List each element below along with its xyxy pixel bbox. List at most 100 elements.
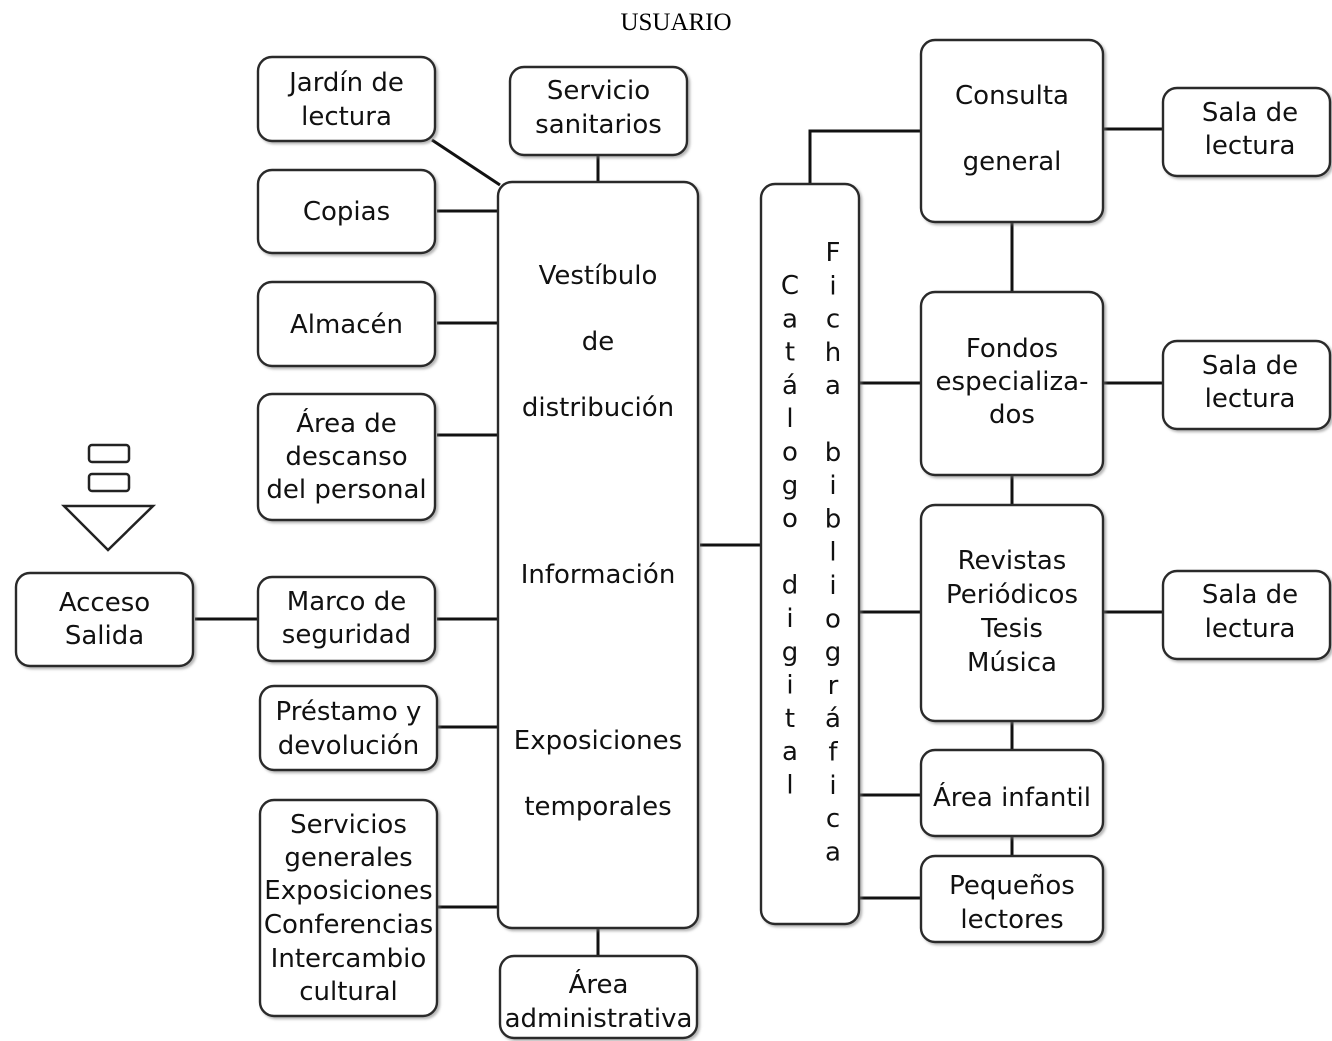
connector-jardin-vestibulo <box>431 138 501 187</box>
vertical-letter: g <box>782 471 799 501</box>
svg-text:Exposiciones: Exposiciones <box>264 876 432 906</box>
pequenos-line-2: lectores <box>960 905 1063 935</box>
vertical-letter: á <box>825 704 841 734</box>
vertical-letter: i <box>829 471 836 501</box>
svg-text:Marco de: Marco de <box>287 587 406 617</box>
svg-text:del personal: del personal <box>266 475 426 505</box>
connectors <box>195 127 1163 956</box>
sala2-line-1: Sala de <box>1202 351 1298 381</box>
descanso-line-1: Área de <box>296 407 397 439</box>
svg-text:Almacén: Almacén <box>290 310 403 340</box>
svg-text:Consulta: Consulta <box>955 81 1069 111</box>
box-jardin-lectura: Jardín de lectura <box>256 55 437 143</box>
almacen-label: Almacén <box>290 310 403 340</box>
prestamo-line-2: devolución <box>278 731 419 761</box>
vertical-letter: f <box>828 738 838 768</box>
svg-text:dos: dos <box>989 400 1035 430</box>
administrativa-line-1: Área <box>569 968 629 1000</box>
servicios-line-3: Exposiciones <box>264 876 432 906</box>
vertical-letter: d <box>782 571 799 601</box>
box-servicio-sanitarios: Servicio sanitarios <box>508 65 689 157</box>
svg-text:Periódicos: Periódicos <box>946 580 1078 610</box>
administrativa-line-2: administrativa <box>505 1004 693 1034</box>
vertical-letter: C <box>781 271 799 301</box>
seguridad-line-2: seguridad <box>282 620 411 650</box>
vertical-letter: l <box>829 538 836 568</box>
svg-text:general: general <box>963 147 1062 177</box>
vertical-letter: r <box>828 671 839 701</box>
descanso-line-3: del personal <box>266 475 426 505</box>
svg-text:Pequeños: Pequeños <box>949 871 1075 901</box>
vertical-letter: o <box>782 438 798 468</box>
svg-text:Exposiciones: Exposiciones <box>514 726 682 756</box>
svg-text:Sala de: Sala de <box>1202 98 1298 128</box>
vertical-letter: l <box>786 771 793 801</box>
svg-text:Acceso: Acceso <box>59 588 150 618</box>
svg-text:Jardín de: Jardín de <box>287 68 404 98</box>
svg-text:Sala de: Sala de <box>1202 580 1298 610</box>
vertical-letter: h <box>825 338 841 368</box>
svg-text:Vestíbulo: Vestíbulo <box>539 261 658 291</box>
box-prestamo-devolucion: Préstamo y devolución <box>258 684 439 772</box>
box-sala-lectura-3: Sala de lectura <box>1161 569 1332 661</box>
vertical-letter: F <box>826 238 841 268</box>
fondos-line-1: Fondos <box>966 334 1058 364</box>
vertical-letter: i <box>786 604 793 634</box>
svg-text:Conferencias: Conferencias <box>264 910 433 940</box>
svg-text:Copias: Copias <box>303 197 390 227</box>
vertical-letter: t <box>785 338 795 368</box>
svg-text:Revistas: Revistas <box>958 546 1067 576</box>
sala1-line-1: Sala de <box>1202 98 1298 128</box>
box-fondos-especializados: Fondos especializa- dos <box>919 290 1105 477</box>
vertical-letter: c <box>826 305 840 335</box>
svg-text:Servicio: Servicio <box>547 76 650 106</box>
pequenos-line-1: Pequeños <box>949 871 1075 901</box>
svg-text:de: de <box>582 327 615 357</box>
box-consulta-general: Consulta general <box>919 38 1105 224</box>
vertical-letter: a <box>825 837 841 867</box>
servicios-line-1: Servicios <box>290 810 407 840</box>
seguridad-line-1: Marco de <box>287 587 406 617</box>
vestibulo-line-4: Información <box>521 560 676 590</box>
servicios-line-2: generales <box>284 843 412 873</box>
revistas-line-3: Tesis <box>980 614 1043 644</box>
box-sala-lectura-1: Sala de lectura <box>1161 86 1332 178</box>
svg-text:administrativa: administrativa <box>505 1004 693 1034</box>
box-pequenos-lectores: Pequeños lectores <box>919 854 1105 944</box>
vertical-letter: a <box>825 371 841 401</box>
sala3-line-2: lectura <box>1205 614 1296 644</box>
sala1-line-2: lectura <box>1205 131 1296 161</box>
jardin-line-2: lectura <box>301 102 392 132</box>
vertical-letter: g <box>782 637 799 667</box>
box-marco-seguridad: Marco de seguridad <box>256 575 437 663</box>
servicios-line-4: Conferencias <box>264 910 433 940</box>
svg-text:Tesis: Tesis <box>980 614 1043 644</box>
vestibulo-line-3: distribución <box>522 393 674 423</box>
box-sala-lectura-2: Sala de lectura <box>1161 339 1332 431</box>
box-acceso-salida: Acceso Salida <box>14 571 195 668</box>
vestibulo-line-6: temporales <box>524 792 671 822</box>
infantil-label: Área infantil <box>933 781 1091 813</box>
box-almacen: Almacén <box>256 280 437 368</box>
svg-text:Área infantil: Área infantil <box>933 781 1091 813</box>
servicios-line-5: Intercambio <box>271 944 427 974</box>
servicios-line-6: cultural <box>299 977 398 1007</box>
vestibulo-line-1: Vestíbulo <box>539 261 658 291</box>
vertical-letter: g <box>825 638 842 668</box>
svg-text:seguridad: seguridad <box>282 620 411 650</box>
prestamo-line-1: Préstamo y <box>276 697 422 727</box>
box-area-administrativa: Área administrativa <box>498 954 699 1040</box>
vertical-letter: c <box>826 804 840 834</box>
fondos-line-3: dos <box>989 400 1035 430</box>
svg-text:generales: generales <box>284 843 412 873</box>
diagram-title: USUARIO <box>620 9 731 36</box>
sanitarios-line-1: Servicio <box>547 76 650 106</box>
revistas-line-1: Revistas <box>958 546 1067 576</box>
vertical-letter: o <box>825 604 841 634</box>
svg-text:descanso: descanso <box>285 442 407 472</box>
box-area-infantil: Área infantil <box>919 748 1105 838</box>
vestibulo-line-2: de <box>582 327 615 357</box>
vertical-letter: i <box>829 271 836 301</box>
